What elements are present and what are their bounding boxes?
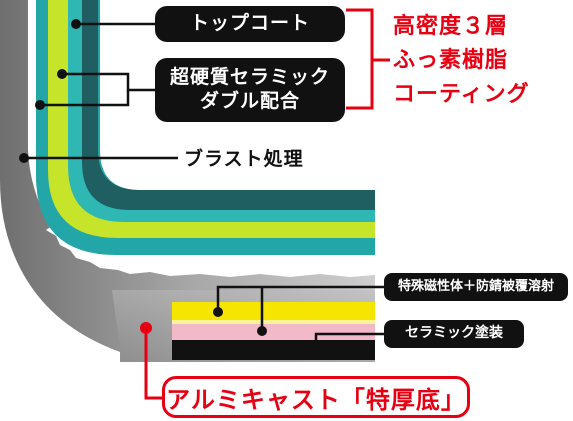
- fluoro-line1: 高密度３層: [393, 14, 509, 39]
- red-dot-icon: [140, 322, 152, 334]
- ceramic-text-line1: 超硬質セラミック: [169, 66, 330, 89]
- ceramic-label: 超硬質セラミック ダブル配合: [155, 58, 345, 122]
- blast-label: ブラスト処理: [184, 148, 304, 170]
- magnetic-text: 特殊磁性体＋防錆被覆溶射: [397, 278, 554, 294]
- fluoro-line2: ふっ素樹脂: [393, 48, 509, 73]
- layer-yellow: [172, 302, 375, 320]
- layer-top-coat: [82, 0, 375, 210]
- fluoro-line3: コーティング: [393, 82, 530, 107]
- layer-yellow-light: [172, 320, 375, 324]
- bracket-icon: [346, 8, 374, 110]
- ceramic-text-line2: ダブル配合: [199, 90, 300, 112]
- aluminum-label: アルミキャスト「特厚底」: [162, 376, 470, 418]
- top-coat-label: トップコート: [155, 6, 345, 42]
- ceramic-paint-label: セラミック塗装: [384, 320, 524, 348]
- top-coat-text: トップコート: [189, 12, 310, 35]
- layer-black: [172, 340, 375, 360]
- fluoro-coating-label: 高密度３層 ふっ素樹脂 コーティング: [393, 10, 530, 112]
- bullet-dot-icon: [19, 19, 321, 354]
- aluminum-text: アルミキャスト「特厚底」: [166, 385, 466, 414]
- ceramic-paint-text: セラミック塗装: [405, 325, 503, 342]
- layer-pink: [172, 324, 375, 340]
- magnetic-label: 特殊磁性体＋防錆被覆溶射: [384, 273, 568, 301]
